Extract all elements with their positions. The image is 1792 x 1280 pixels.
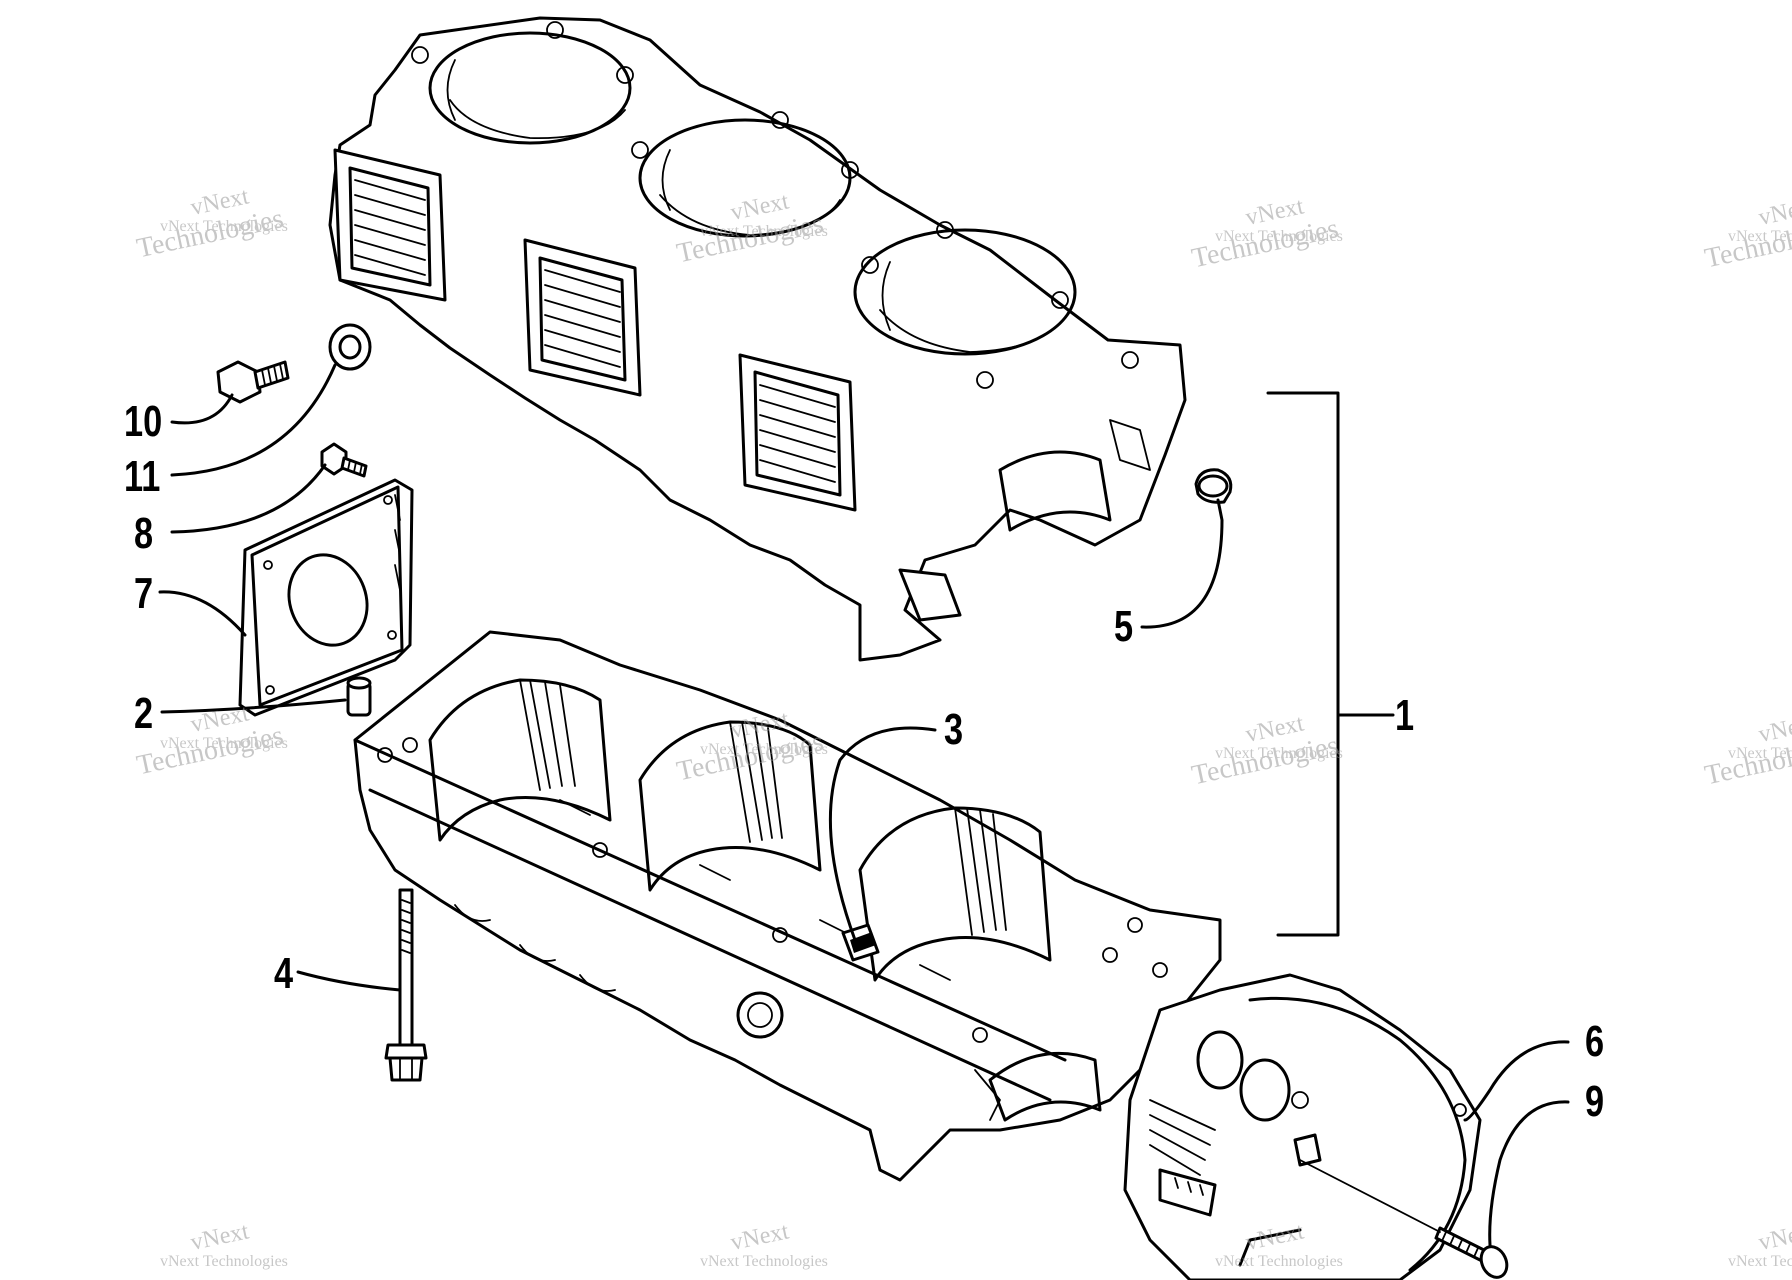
callout-2: 2 xyxy=(134,689,154,738)
hex-bolt xyxy=(216,360,290,404)
callout-8: 8 xyxy=(134,509,154,558)
washer xyxy=(328,323,372,371)
intake-port-1 xyxy=(333,148,447,302)
intake-port-2 xyxy=(523,238,642,397)
callout-9: 9 xyxy=(1585,1077,1605,1126)
callout-1: 1 xyxy=(1395,691,1415,740)
end-housing xyxy=(1123,973,1482,1280)
lower-crankcase xyxy=(353,630,1222,1182)
callout-4: 4 xyxy=(274,949,294,998)
callout-7: 7 xyxy=(134,569,154,618)
long-bolt xyxy=(384,888,428,1082)
gasket-plate xyxy=(238,478,414,717)
screw xyxy=(1299,1159,1509,1279)
callout-11: 11 xyxy=(124,452,161,501)
callout-5: 5 xyxy=(1114,602,1134,651)
intake-port-3 xyxy=(738,353,857,512)
callout-10: 10 xyxy=(124,397,163,446)
small-bolt xyxy=(320,442,368,478)
callout-6: 6 xyxy=(1585,1017,1605,1066)
dowel-pin xyxy=(346,676,372,717)
upper-crankcase xyxy=(328,16,1187,662)
bushing xyxy=(1194,468,1233,504)
callout-3: 3 xyxy=(944,705,964,754)
leader-lines xyxy=(158,363,1570,1247)
